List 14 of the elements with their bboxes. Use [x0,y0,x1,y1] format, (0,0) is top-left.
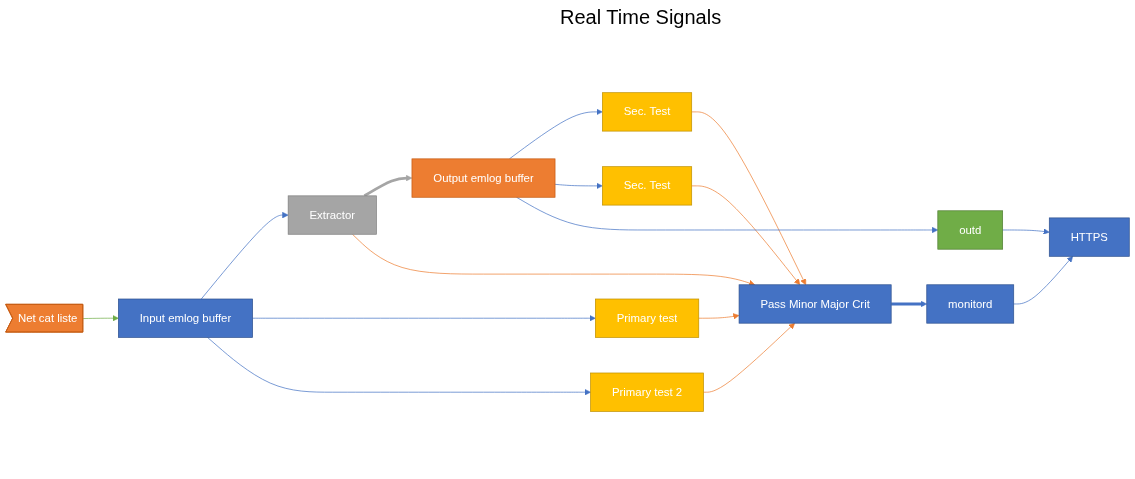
node-box: outd [937,210,1003,250]
node-box: HTTPS [1048,218,1130,258]
arrow [363,175,413,198]
node-box: Extractor [287,195,377,236]
node-box: Sec. Test [602,92,693,132]
node-box: Output emlog buffer [411,158,556,199]
node-box: Primary test [595,299,700,339]
arrow [891,301,928,308]
node-box: Pass Minor Major Crit [738,284,892,324]
node-box: Primary test 2 [590,373,704,413]
signal-caption: Real Time Signals [560,6,722,29]
node-box: Input emlog buffer [118,299,253,339]
node-box: monitord [926,284,1015,324]
node-box: Sec. Test [602,166,693,206]
